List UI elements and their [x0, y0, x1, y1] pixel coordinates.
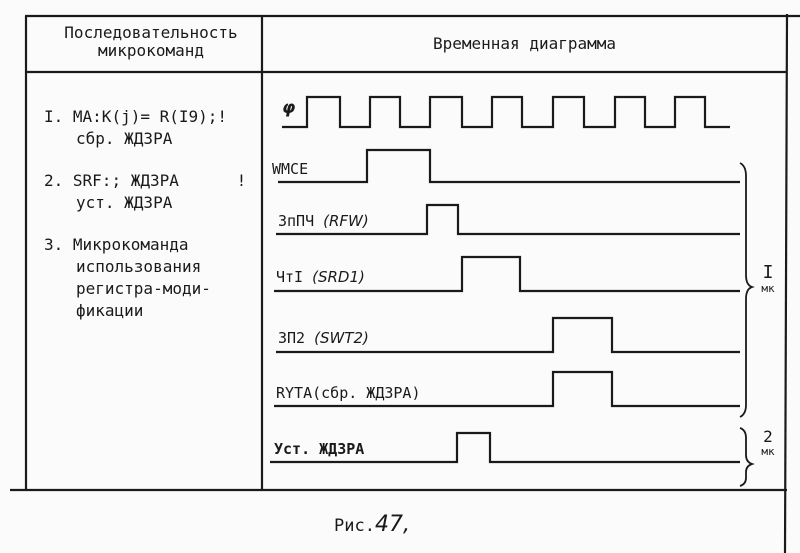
sequence-item-3-number: 3. [44, 235, 64, 254]
ryta-label: RYTA(сбр. ЖДЗРА) [276, 384, 421, 402]
sequence-item-3-line-3: регистра-моди- [76, 279, 211, 298]
sequence-item-1: I. MA:K(j)= R(I9);! сбр. ЖДЗРА [44, 106, 227, 150]
sequence-item-2-line-1: SRF:; ЖДЗРА ! [72, 171, 247, 190]
zppch-label: ЗпПЧ (RFW) [278, 212, 369, 230]
header-timing-title: Временная диаграмма [432, 34, 617, 53]
caption-number: 47, [374, 512, 410, 537]
brace-group-1-label: I мк [757, 262, 779, 296]
clock-label: φ [282, 98, 296, 118]
sequence-item-1-line-1: MA:K(j)= R(I9);! [72, 107, 228, 126]
figure-caption: Рис.47, [334, 512, 410, 537]
ust-waveform [270, 431, 740, 464]
cht1-waveform [274, 255, 740, 293]
zppch-waveform [276, 203, 740, 236]
zppch-label-main: ЗпПЧ [278, 212, 315, 230]
zp2-label-main: ЗП2 [278, 329, 306, 347]
brace-group-1 [739, 162, 755, 418]
sequence-item-1-number: I. [44, 107, 64, 126]
sequence-item-1-line-2: сбр. ЖДЗРА [76, 129, 173, 148]
brace-group-2-number: 2 [763, 427, 773, 446]
brace-group-1-unit: мк [761, 282, 775, 295]
brace-group-2 [739, 427, 755, 487]
zp2-label: ЗП2 (SWT2) [278, 329, 369, 347]
sequence-item-2-number: 2. [44, 171, 64, 190]
zp2-waveform [276, 316, 740, 354]
sequence-item-2-line-2: уст. ЖДЗРА [76, 193, 173, 212]
clock-waveform [282, 95, 730, 129]
sequence-item-3-line-2: использования [76, 257, 202, 276]
cht1-label-alt: (SRD1) [312, 268, 365, 286]
wmce-waveform [278, 148, 740, 184]
brace-group-2-unit: мк [761, 445, 775, 458]
sequence-item-3-line-1: Микрокоманда [72, 235, 189, 254]
wmce-label: WMCE [272, 160, 309, 178]
sequence-item-2: 2. SRF:; ЖДЗРА ! уст. ЖДЗРА [44, 170, 246, 214]
header-sequence-line-1: Последовательность [64, 23, 238, 42]
brace-group-1-number: I [762, 262, 774, 283]
caption-prefix: Рис. [334, 516, 375, 536]
table-right-border [783, 13, 789, 553]
ryta-waveform [274, 370, 740, 408]
sequence-item-3: 3. Микрокоманда использования регистра-м… [44, 234, 211, 322]
sequence-item-3-line-4: фикации [76, 301, 144, 320]
zppch-label-alt: (RFW) [323, 212, 369, 230]
cht1-label-main: ЧтI [276, 268, 304, 286]
zp2-label-alt: (SWT2) [314, 329, 369, 347]
brace-group-2-label: 2 мк [757, 428, 779, 458]
header-sequence-title: Последовательность микрокоманд [40, 24, 262, 60]
ust-label: Уст. ЖДЗРА [274, 440, 365, 458]
cht1-label: ЧтI (SRD1) [276, 268, 365, 286]
header-sequence-line-2: микрокоманд [98, 41, 204, 60]
